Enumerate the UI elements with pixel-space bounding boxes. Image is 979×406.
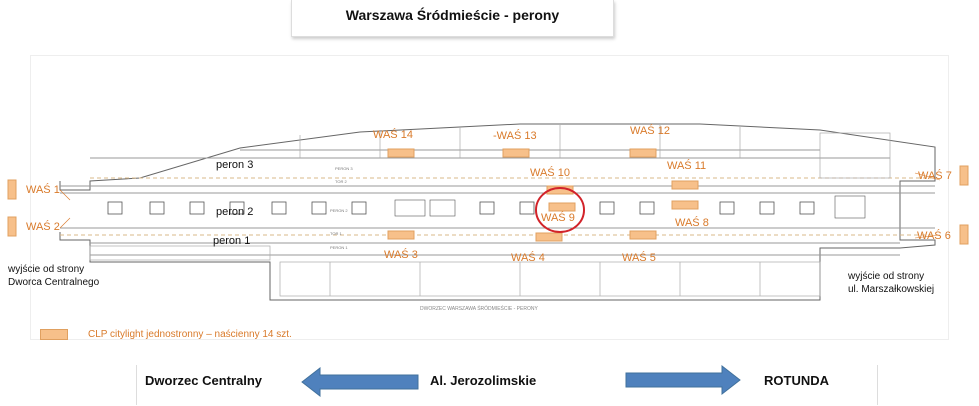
direction-right: ROTUNDA [764,373,829,388]
pillar [271,201,287,215]
spot-label-was-3: WAŚ 3 [384,249,418,261]
spot-was-12 [629,148,657,158]
pillar [149,201,165,215]
exit-right-label: wyjście od strony ul. Marszałkowskiej [848,271,935,295]
pillar [719,201,735,215]
page-title: Warszawa Śródmieście - perony [345,7,560,23]
arrow-left-icon [301,366,419,398]
spot-label-was-5: WAŚ 5 [622,252,656,264]
spot-label-was-10: WAŚ 10 [530,167,570,179]
pillar [189,201,205,215]
directions-box [136,365,878,405]
spot-label-was-2: WAŚ 2 [26,221,60,233]
spot-label-was-8: WAŚ 8 [675,217,709,229]
direction-center: Al. Jerozolimskie [430,373,537,388]
right-building [819,132,891,179]
pillar [107,201,123,215]
spot-label-was-13: -WAŚ 13 [493,130,537,142]
platform-1-label: peron 1 [213,235,251,247]
pillar [759,201,775,215]
svg-text:PERON 2: PERON 2 [330,208,348,213]
spot-label-was-9: WAŚ 9 [541,212,575,224]
spot-label-was-1: WAŚ 1 [26,184,60,196]
stairs [834,195,866,219]
pillar [311,201,327,215]
exit-marker-right-bottom [959,224,969,245]
spot-label-was-12: WAŚ 12 [630,125,670,137]
spot-was-8 [671,200,699,210]
pillar [229,201,245,215]
spot-was-10 [546,185,574,195]
exit-marker-right-top [959,165,969,186]
spot-was-3 [387,230,415,240]
legend-text: CLP citylight jednostronny – naścienny 1… [88,329,292,340]
spot-was-13 [502,148,530,158]
plan-frame [30,55,949,340]
pillar [799,201,815,215]
legend-swatch [40,329,68,340]
spot-was-11 [671,180,699,190]
spot-label-was-14: WAŚ 14 [373,129,413,141]
svg-text:PERON 1: PERON 1 [330,245,348,250]
title-box: Warszawa Śródmieście - perony [291,0,614,37]
lower-building [279,261,821,297]
plan-caption: DWORZEC WARSZAWA ŚRÓDMIEŚCIE - PERONY [420,306,538,312]
exit-left-label: wyjście od strony Dworca Centralnego [8,264,100,288]
highlight-circle [535,187,585,233]
exit-marker-left-top [7,179,17,200]
platform-3-label: peron 3 [216,159,254,171]
spot-label-was-7: WAŚ 7 [918,170,952,182]
lower-left-rooms [89,245,271,261]
pillar [599,201,615,215]
stairs [429,199,456,217]
svg-text:PERON 3: PERON 3 [335,166,353,171]
spot-was-5 [629,230,657,240]
svg-text:TOR 1: TOR 1 [330,231,342,236]
stairs [394,199,426,217]
pillar [519,201,535,215]
spot-label-was-6: WAŚ 6 [917,230,951,242]
spot-was-4 [535,232,563,242]
platform-pillars [107,201,815,215]
arrow-right-icon [625,364,741,396]
pillar [639,201,655,215]
spot-label-was-4: WAŚ 4 [511,252,545,264]
spot-was-14 [387,148,415,158]
svg-text:TOR 2: TOR 2 [335,179,347,184]
direction-left: Dworzec Centralny [145,373,263,388]
exit-marker-left-bottom [7,216,17,237]
spot-label-was-11: WAŚ 11 [667,160,707,172]
platform-2-label: peron 2 [216,206,254,218]
spot-was-9 [548,202,576,212]
pillar [351,201,367,215]
pillar [479,201,495,215]
